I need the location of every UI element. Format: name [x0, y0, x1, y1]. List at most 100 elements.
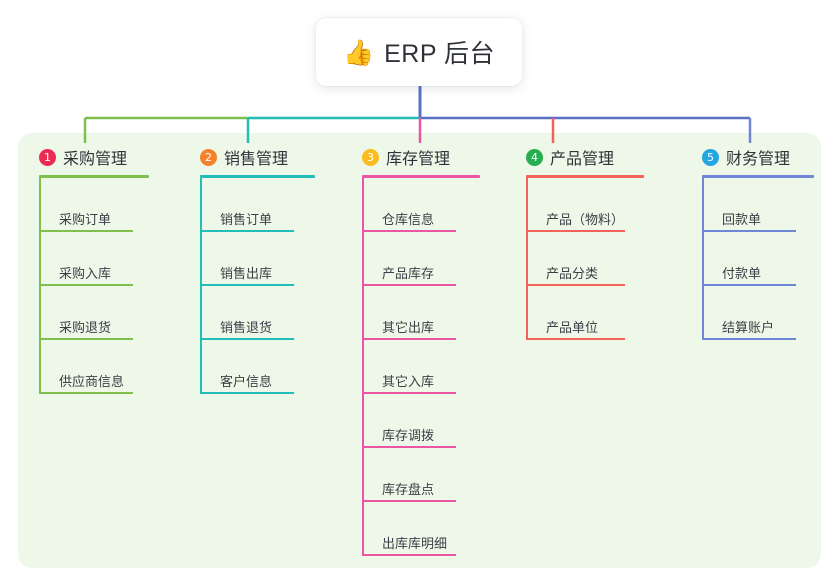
- category-number-badge: 3: [362, 148, 379, 166]
- category-underline: [526, 175, 644, 178]
- list-item-underline: [41, 230, 133, 232]
- list-item[interactable]: 库存调拨: [362, 394, 480, 448]
- list-item[interactable]: 回款单: [702, 178, 814, 232]
- list-item[interactable]: 结算账户: [702, 286, 814, 340]
- list-item-label: 销售订单: [220, 212, 273, 227]
- category-item-list: 仓库信息 产品库存 其它出库 其它入库 库存调拨 库存盘点 出库库明细: [360, 178, 480, 556]
- list-item-label: 采购退货: [59, 320, 112, 335]
- list-item-underline: [528, 230, 625, 232]
- list-item-label: 产品分类: [546, 266, 599, 281]
- list-item[interactable]: 采购入库: [39, 232, 149, 286]
- list-item-label: 其它出库: [382, 320, 435, 335]
- category-underline: [702, 175, 814, 178]
- list-item-label: 产品单位: [546, 320, 599, 335]
- list-item[interactable]: 供应商信息: [39, 340, 149, 394]
- list-item[interactable]: 产品（物料）: [526, 178, 644, 232]
- list-item[interactable]: 产品库存: [362, 232, 480, 286]
- list-item[interactable]: 采购订单: [39, 178, 149, 232]
- category-number-badge: 4: [526, 148, 543, 166]
- list-item-label: 付款单: [722, 266, 762, 281]
- list-item-underline: [364, 338, 456, 340]
- category-column-1: 1 采购管理 采购订单 采购入库 采购退货 供应商信息: [37, 145, 149, 394]
- category-column-3: 3 库存管理 仓库信息 产品库存 其它出库 其它入库 库存调拨 库存盘点 出库库…: [360, 145, 480, 556]
- list-item-underline: [364, 230, 456, 232]
- list-item-underline: [41, 284, 133, 286]
- category-number-badge: 5: [702, 148, 719, 166]
- list-item-underline: [704, 284, 796, 286]
- category-number-badge: 2: [200, 148, 217, 166]
- list-item-underline: [364, 284, 456, 286]
- list-item[interactable]: 其它出库: [362, 286, 480, 340]
- list-item-underline: [41, 392, 133, 394]
- list-item[interactable]: 付款单: [702, 232, 814, 286]
- list-item-label: 出库库明细: [382, 536, 448, 551]
- category-header[interactable]: 1 采购管理: [37, 145, 149, 169]
- list-item[interactable]: 其它入库: [362, 340, 480, 394]
- category-title: 库存管理: [386, 151, 451, 168]
- category-title: 采购管理: [63, 151, 128, 168]
- list-item[interactable]: 出库库明细: [362, 502, 480, 556]
- category-spine: [200, 178, 202, 394]
- list-item-label: 产品库存: [382, 266, 435, 281]
- list-item-label: 仓库信息: [382, 212, 435, 227]
- list-item-label: 采购订单: [59, 212, 112, 227]
- list-item-underline: [202, 338, 294, 340]
- category-spine: [39, 178, 41, 394]
- list-item-label: 库存调拨: [382, 428, 435, 443]
- list-item-underline: [364, 392, 456, 394]
- list-item[interactable]: 客户信息: [200, 340, 315, 394]
- list-item-underline: [528, 338, 625, 340]
- list-item-label: 销售退货: [220, 320, 273, 335]
- category-spine: [702, 178, 704, 340]
- root-node-title: ERP 后台: [384, 40, 496, 68]
- list-item-label: 其它入库: [382, 374, 435, 389]
- list-item-underline: [202, 284, 294, 286]
- category-title: 销售管理: [224, 151, 289, 168]
- list-item-underline: [704, 338, 796, 340]
- list-item-label: 销售出库: [220, 266, 273, 281]
- list-item[interactable]: 产品单位: [526, 286, 644, 340]
- category-header[interactable]: 3 库存管理: [360, 145, 480, 169]
- thumbs-up-icon: 👍: [342, 37, 375, 67]
- list-item[interactable]: 销售订单: [200, 178, 315, 232]
- category-title: 产品管理: [550, 151, 615, 168]
- list-item-underline: [364, 446, 456, 448]
- category-header[interactable]: 2 销售管理: [198, 145, 315, 169]
- list-item-label: 客户信息: [220, 374, 273, 389]
- mindmap-panel: [18, 133, 821, 568]
- list-item-underline: [364, 500, 456, 502]
- list-item-label: 结算账户: [722, 320, 775, 335]
- category-item-list: 销售订单 销售出库 销售退货 客户信息: [198, 178, 315, 394]
- category-column-5: 5 财务管理 回款单 付款单 结算账户: [700, 145, 814, 340]
- list-item-label: 采购入库: [59, 266, 112, 281]
- list-item-underline: [202, 392, 294, 394]
- list-item-underline: [704, 230, 796, 232]
- category-header[interactable]: 5 财务管理: [700, 145, 814, 169]
- list-item-underline: [364, 554, 456, 556]
- category-header[interactable]: 4 产品管理: [524, 145, 644, 169]
- list-item[interactable]: 库存盘点: [362, 448, 480, 502]
- list-item-underline: [41, 338, 133, 340]
- list-item[interactable]: 仓库信息: [362, 178, 480, 232]
- list-item-label: 产品（物料）: [546, 212, 625, 227]
- list-item[interactable]: 销售退货: [200, 286, 315, 340]
- root-node-card[interactable]: 👍 ERP 后台: [316, 18, 522, 86]
- category-underline: [362, 175, 480, 178]
- list-item[interactable]: 采购退货: [39, 286, 149, 340]
- category-item-list: 产品（物料） 产品分类 产品单位: [524, 178, 644, 340]
- list-item-underline: [202, 230, 294, 232]
- category-underline: [200, 175, 315, 178]
- category-column-2: 2 销售管理 销售订单 销售出库 销售退货 客户信息: [198, 145, 315, 394]
- category-item-list: 采购订单 采购入库 采购退货 供应商信息: [37, 178, 149, 394]
- category-underline: [39, 175, 149, 178]
- list-item-underline: [528, 284, 625, 286]
- list-item[interactable]: 销售出库: [200, 232, 315, 286]
- category-title: 财务管理: [726, 151, 791, 168]
- category-spine: [362, 178, 364, 556]
- category-number-badge: 1: [39, 148, 56, 166]
- list-item-label: 库存盘点: [382, 482, 435, 497]
- list-item[interactable]: 产品分类: [526, 232, 644, 286]
- category-column-4: 4 产品管理 产品（物料） 产品分类 产品单位: [524, 145, 644, 340]
- list-item-label: 供应商信息: [59, 374, 125, 389]
- category-spine: [526, 178, 528, 340]
